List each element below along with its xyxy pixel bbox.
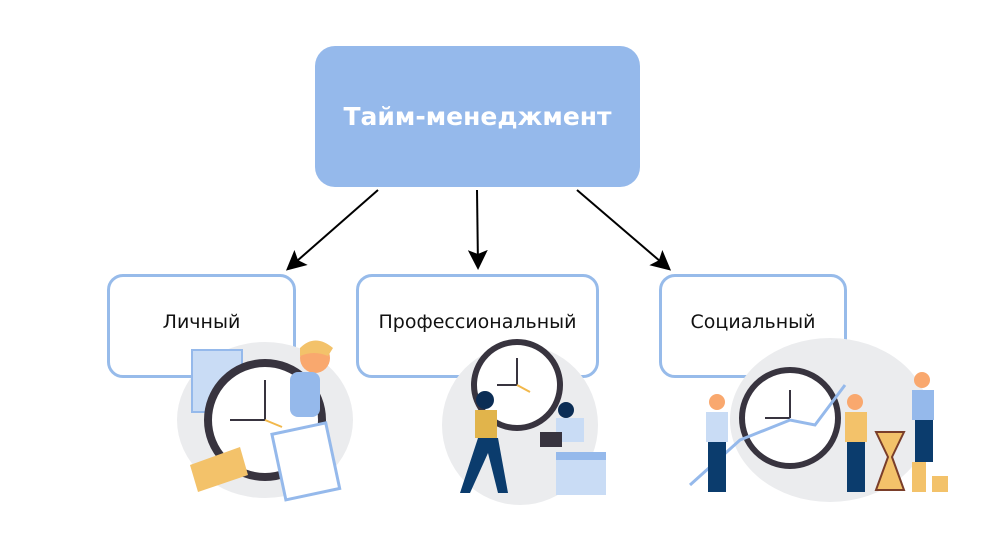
node-professional-label: Профессиональный — [378, 311, 577, 333]
arrow-to-professional — [467, 189, 488, 270]
node-personal-label: Личный — [162, 311, 241, 333]
node-social-label: Социальный — [690, 311, 816, 333]
team-clock-icon — [442, 339, 606, 505]
root-label: Тайм-менеджмент — [343, 102, 612, 131]
root-node: Тайм-менеджмент — [315, 46, 640, 187]
people-clock-growth-icon — [688, 338, 948, 502]
clock-calendar-checklist-icon — [177, 340, 353, 502]
arrow-to-social — [576, 189, 672, 271]
arrow-to-personal — [285, 189, 379, 271]
